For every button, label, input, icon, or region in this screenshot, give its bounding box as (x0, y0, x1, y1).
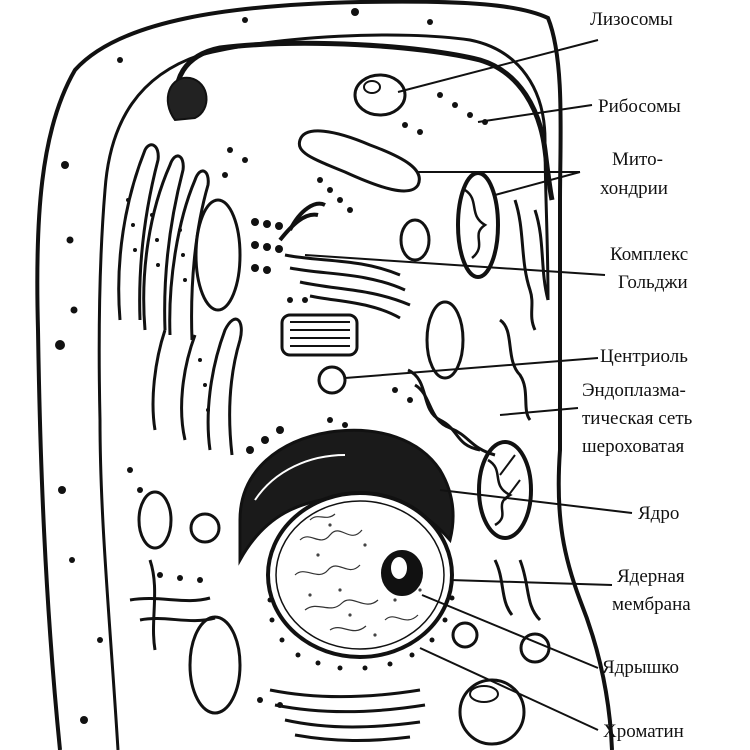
label-ribosomes: Рибосомы (598, 96, 681, 117)
vacuole-bottom-left (188, 615, 242, 715)
label-mitochondria-line2: хондрии (600, 178, 668, 199)
cell-membrane-inner (97, 33, 550, 750)
vesicle-small (189, 512, 221, 544)
leader-lines (304, 39, 633, 731)
mitochondrion-upper (456, 171, 500, 279)
rough-er-right (407, 199, 550, 622)
label-chromatin: Хроматин (603, 721, 684, 742)
label-nucleolus: Ядрышко (602, 657, 679, 678)
label-nuclear-membrane-line1: Ядерная (617, 566, 685, 587)
rough-er-ribosomes-left (126, 198, 210, 412)
elongated-vesicle (297, 129, 421, 193)
label-golgi-line2: Гольджи (618, 272, 688, 293)
chromatin (294, 513, 419, 632)
label-er-line1: Эндоплазма- (582, 380, 686, 401)
chromatin-granules (308, 523, 422, 637)
label-nuclear-membrane-line2: мембрана (612, 594, 691, 615)
label-mitochondria-line1: Мито- (612, 149, 663, 170)
nuclear-membrane (266, 491, 454, 659)
label-golgi-line1: Комплекс (610, 244, 688, 265)
golgi-complex (278, 201, 411, 320)
centriole (280, 313, 359, 395)
label-er-line3: шероховатая (582, 436, 684, 457)
label-lysosomes: Лизосомы (590, 9, 673, 30)
ribosome-dots (127, 92, 488, 708)
nuclear-pores (267, 595, 455, 671)
membrane-dots (55, 8, 433, 724)
vesicle-right (425, 300, 465, 380)
nucleus (238, 428, 455, 671)
vacuole-left (194, 198, 242, 312)
cell-membrane-outer (35, 0, 614, 750)
vesicle-bottom (451, 621, 479, 649)
mitochondrion-lower (477, 440, 533, 540)
lysosome-inner (363, 80, 381, 94)
membrane-fold (174, 40, 555, 201)
vesicle-mid (399, 218, 431, 262)
vesicle-left-lower (137, 490, 173, 550)
membrane-pinocytosis (166, 76, 208, 122)
rough-er-left (117, 143, 243, 456)
label-er-line2: тическая сеть (582, 408, 693, 429)
lysosome (353, 73, 407, 117)
rough-er-lower (129, 559, 426, 743)
label-nucleus: Ядро (638, 503, 679, 524)
label-centriole: Центриоль (600, 346, 688, 367)
